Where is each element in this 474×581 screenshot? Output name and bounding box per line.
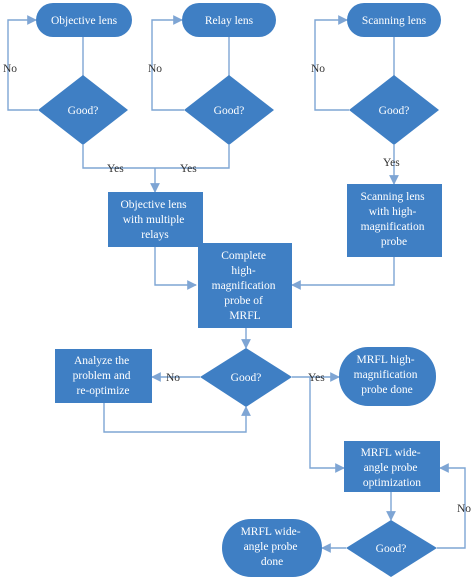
svg-text:MRFL wide- angle probe: MRFL wide- angle probe done xyxy=(241,526,304,568)
node-scanning-high-mag-probe: Scanning lens with high- magnification p… xyxy=(347,184,442,257)
decision-main-good: Good? xyxy=(200,348,292,407)
node-wide-angle-optimization-line: optimization xyxy=(363,477,421,489)
node-relay-lens: Relay lens xyxy=(182,3,276,37)
node-analyze-reoptimize-line: problem and xyxy=(73,370,131,382)
decision-scanning-good: Good? xyxy=(349,75,439,145)
svg-text:MRFL wide- angle probe: MRFL wide- angle probe optimization xyxy=(361,447,424,489)
edge-check-objective-yes xyxy=(82,145,155,169)
node-analyze-reoptimize-line: re-optimize xyxy=(76,385,129,397)
decision-objective-good: Good? xyxy=(38,75,128,145)
node-complete-probe-line: magnification xyxy=(212,280,276,292)
node-complete-probe: Complete high- magnification probe of MR… xyxy=(198,243,292,328)
node-mrfl-wide-done-line: done xyxy=(261,556,283,568)
label-relay-yes: Yes xyxy=(180,163,197,175)
edge-scanning-probe-to-complete xyxy=(291,257,395,290)
node-wide-angle-optimization: MRFL wide- angle probe optimization xyxy=(344,441,440,492)
label-main-no: No xyxy=(166,372,180,384)
node-objective-multiple-relays: Objective lens with multiple relays xyxy=(108,192,203,247)
node-scanning-high-mag-probe-line: Scanning lens xyxy=(360,191,425,203)
svg-text:Objective lens with mult: Objective lens with multiple relays xyxy=(121,199,190,241)
edge-analyze-back-to-main xyxy=(103,403,251,433)
node-complete-probe-line: high- xyxy=(231,265,255,277)
decision-wide-good: Good? xyxy=(346,520,437,577)
node-complete-probe-line: probe of xyxy=(224,295,263,307)
label-scanning-no: No xyxy=(311,63,325,75)
node-mrfl-wide-done-line: angle probe xyxy=(244,541,298,553)
node-analyze-reoptimize-line: Analyze the xyxy=(74,355,129,367)
node-scanning-lens-label: Scanning lens xyxy=(362,15,427,27)
node-complete-probe-line: Complete xyxy=(221,250,266,262)
edge-check-objective-no xyxy=(7,15,38,111)
node-scanning-lens: Scanning lens xyxy=(347,3,441,37)
decision-scanning-good-label: Good? xyxy=(379,105,410,117)
node-mrfl-wide-done: MRFL wide- angle probe done xyxy=(222,519,322,577)
edge-check-relay-no xyxy=(151,15,184,111)
node-relay-lens-label: Relay lens xyxy=(205,15,254,27)
label-objective-yes: Yes xyxy=(107,163,124,175)
edge-check-scanning-no xyxy=(314,15,349,111)
decision-relay-good: Good? xyxy=(184,75,274,145)
svg-text:Complete high- mag: Complete high- magnification probe of MR… xyxy=(212,250,279,322)
node-objective-multiple-relays-line: Objective lens xyxy=(121,199,188,211)
node-mrfl-wide-done-line: MRFL wide- xyxy=(241,526,301,538)
svg-text:MRFL high- magnification: MRFL high- magnification probe done xyxy=(354,354,421,396)
decision-main-good-label: Good? xyxy=(231,372,262,384)
label-main-yes: Yes xyxy=(308,372,325,384)
node-complete-probe-line: MRFL xyxy=(229,310,260,322)
node-analyze-reoptimize: Analyze the problem and re-optimize xyxy=(55,349,152,403)
node-wide-angle-optimization-line: angle probe xyxy=(364,462,418,474)
node-scanning-high-mag-probe-line: probe xyxy=(381,236,407,248)
decision-relay-good-label: Good? xyxy=(214,105,245,117)
decision-wide-good-label: Good? xyxy=(376,543,407,555)
node-objective-lens: Objective lens xyxy=(36,3,132,37)
decision-objective-good-label: Good? xyxy=(68,105,99,117)
edge-multiple-relays-to-complete xyxy=(154,247,197,290)
node-mrfl-high-done-line: magnification xyxy=(354,369,418,381)
node-objective-multiple-relays-line: with multiple xyxy=(123,214,185,226)
edge-main-yes-to-wide-optimization xyxy=(309,377,345,473)
node-scanning-high-mag-probe-line: with high- xyxy=(369,206,417,218)
node-wide-angle-optimization-line: MRFL wide- xyxy=(361,447,421,459)
connectors xyxy=(7,15,466,553)
node-mrfl-high-done: MRFL high- magnification probe done xyxy=(339,347,436,406)
edge-labels: No No No Yes Yes Yes No Yes No xyxy=(3,63,471,515)
svg-text:Analyze the problem and: Analyze the problem and re-optimize xyxy=(73,355,134,397)
svg-text:Scanning lens with high-: Scanning lens with high- magnification p… xyxy=(360,191,427,248)
edge-check-wide-no xyxy=(437,463,466,549)
label-wide-no: No xyxy=(457,503,471,515)
label-relay-no: No xyxy=(148,63,162,75)
node-mrfl-high-done-line: MRFL high- xyxy=(357,354,415,366)
node-objective-lens-label: Objective lens xyxy=(51,15,118,27)
label-scanning-yes: Yes xyxy=(383,157,400,169)
node-objective-multiple-relays-line: relays xyxy=(141,229,169,241)
node-scanning-high-mag-probe-line: magnification xyxy=(361,221,425,233)
edge-check-relay-yes xyxy=(155,145,230,169)
label-objective-no: No xyxy=(3,63,17,75)
node-mrfl-high-done-line: probe done xyxy=(361,384,412,396)
